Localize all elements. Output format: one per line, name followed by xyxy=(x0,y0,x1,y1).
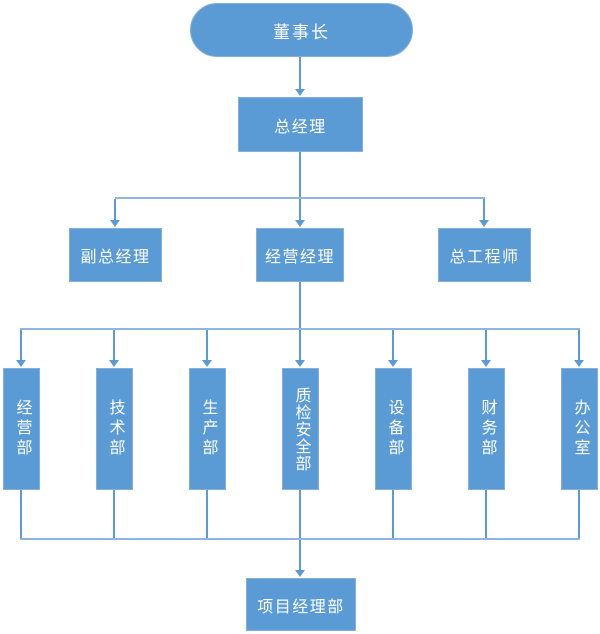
node-project-manager-dept-label: 项目经理部 xyxy=(257,598,345,616)
arrow-down-icon xyxy=(574,360,584,367)
branch-line-level4 xyxy=(20,328,580,330)
arrow-down-icon xyxy=(16,360,26,367)
arrow-down-icon xyxy=(295,360,305,367)
node-deputy-general-manager[interactable]: 副总经理 xyxy=(69,228,162,282)
connector-dept7-collector xyxy=(578,490,580,538)
branch-line-level3 xyxy=(115,197,485,199)
arrow-down-icon xyxy=(295,220,305,227)
connector-collector-project xyxy=(299,540,301,570)
node-office-label: 办公室 xyxy=(571,399,589,459)
connector-dept1-collector xyxy=(20,490,22,538)
connector-branch-dept-3 xyxy=(206,330,208,360)
connector-dept4-collector xyxy=(299,490,301,538)
node-technology-dept[interactable]: 技术部 xyxy=(96,368,133,490)
node-office[interactable]: 办公室 xyxy=(561,368,598,490)
node-operations-dept[interactable]: 经营部 xyxy=(3,368,40,490)
node-finance-dept[interactable]: 财务部 xyxy=(468,368,505,490)
arrow-down-icon xyxy=(481,360,491,367)
node-quality-safety-dept-label: 质检安全部 xyxy=(292,386,310,472)
connector-branch-chief-engineer xyxy=(483,199,485,220)
arrow-down-icon xyxy=(295,570,305,577)
node-equipment-dept[interactable]: 设备部 xyxy=(375,368,412,490)
node-finance-dept-label: 财务部 xyxy=(478,399,496,459)
connector-dept6-collector xyxy=(485,490,487,538)
node-equipment-dept-label: 设备部 xyxy=(385,399,403,459)
arrow-down-icon xyxy=(479,220,489,227)
node-project-manager-dept[interactable]: 项目经理部 xyxy=(246,578,356,631)
connector-gm-branch xyxy=(299,152,301,197)
node-chairman[interactable]: 董事长 xyxy=(190,3,413,57)
connector-branch-dept-5 xyxy=(392,330,394,360)
arrow-down-icon xyxy=(295,89,305,96)
arrow-down-icon xyxy=(110,220,120,227)
node-operations-manager[interactable]: 经营经理 xyxy=(256,228,344,282)
collector-line-bottom xyxy=(20,538,580,540)
connector-branch-dept-4 xyxy=(299,330,301,360)
connector-opsmgr-branch xyxy=(299,282,301,328)
node-quality-safety-dept[interactable]: 质检安全部 xyxy=(282,368,319,490)
node-chairman-label: 董事长 xyxy=(273,22,330,42)
connector-dept5-collector xyxy=(392,490,394,538)
node-chief-engineer-label: 总工程师 xyxy=(449,249,520,266)
node-production-dept[interactable]: 生产部 xyxy=(189,368,226,490)
node-chief-engineer[interactable]: 总工程师 xyxy=(438,228,531,282)
node-production-dept-label: 生产部 xyxy=(199,399,217,459)
arrow-down-icon xyxy=(388,360,398,367)
node-general-manager-label: 总经理 xyxy=(274,118,327,136)
node-operations-dept-label: 经营部 xyxy=(13,399,31,459)
node-technology-dept-label: 技术部 xyxy=(106,399,124,459)
arrow-down-icon xyxy=(202,360,212,367)
connector-chairman-gm xyxy=(299,57,301,90)
connector-dept3-collector xyxy=(206,490,208,538)
connector-dept2-collector xyxy=(113,490,115,538)
connector-branch-operations-mgr xyxy=(299,199,301,220)
connector-branch-dept-2 xyxy=(113,330,115,360)
node-general-manager[interactable]: 总经理 xyxy=(238,97,363,152)
connector-branch-deputy xyxy=(114,199,116,220)
arrow-down-icon xyxy=(109,360,119,367)
connector-branch-dept-7 xyxy=(578,330,580,360)
node-operations-manager-label: 经营经理 xyxy=(264,249,335,266)
connector-branch-dept-1 xyxy=(20,330,22,360)
node-deputy-general-manager-label: 副总经理 xyxy=(80,249,151,266)
connector-branch-dept-6 xyxy=(485,330,487,360)
